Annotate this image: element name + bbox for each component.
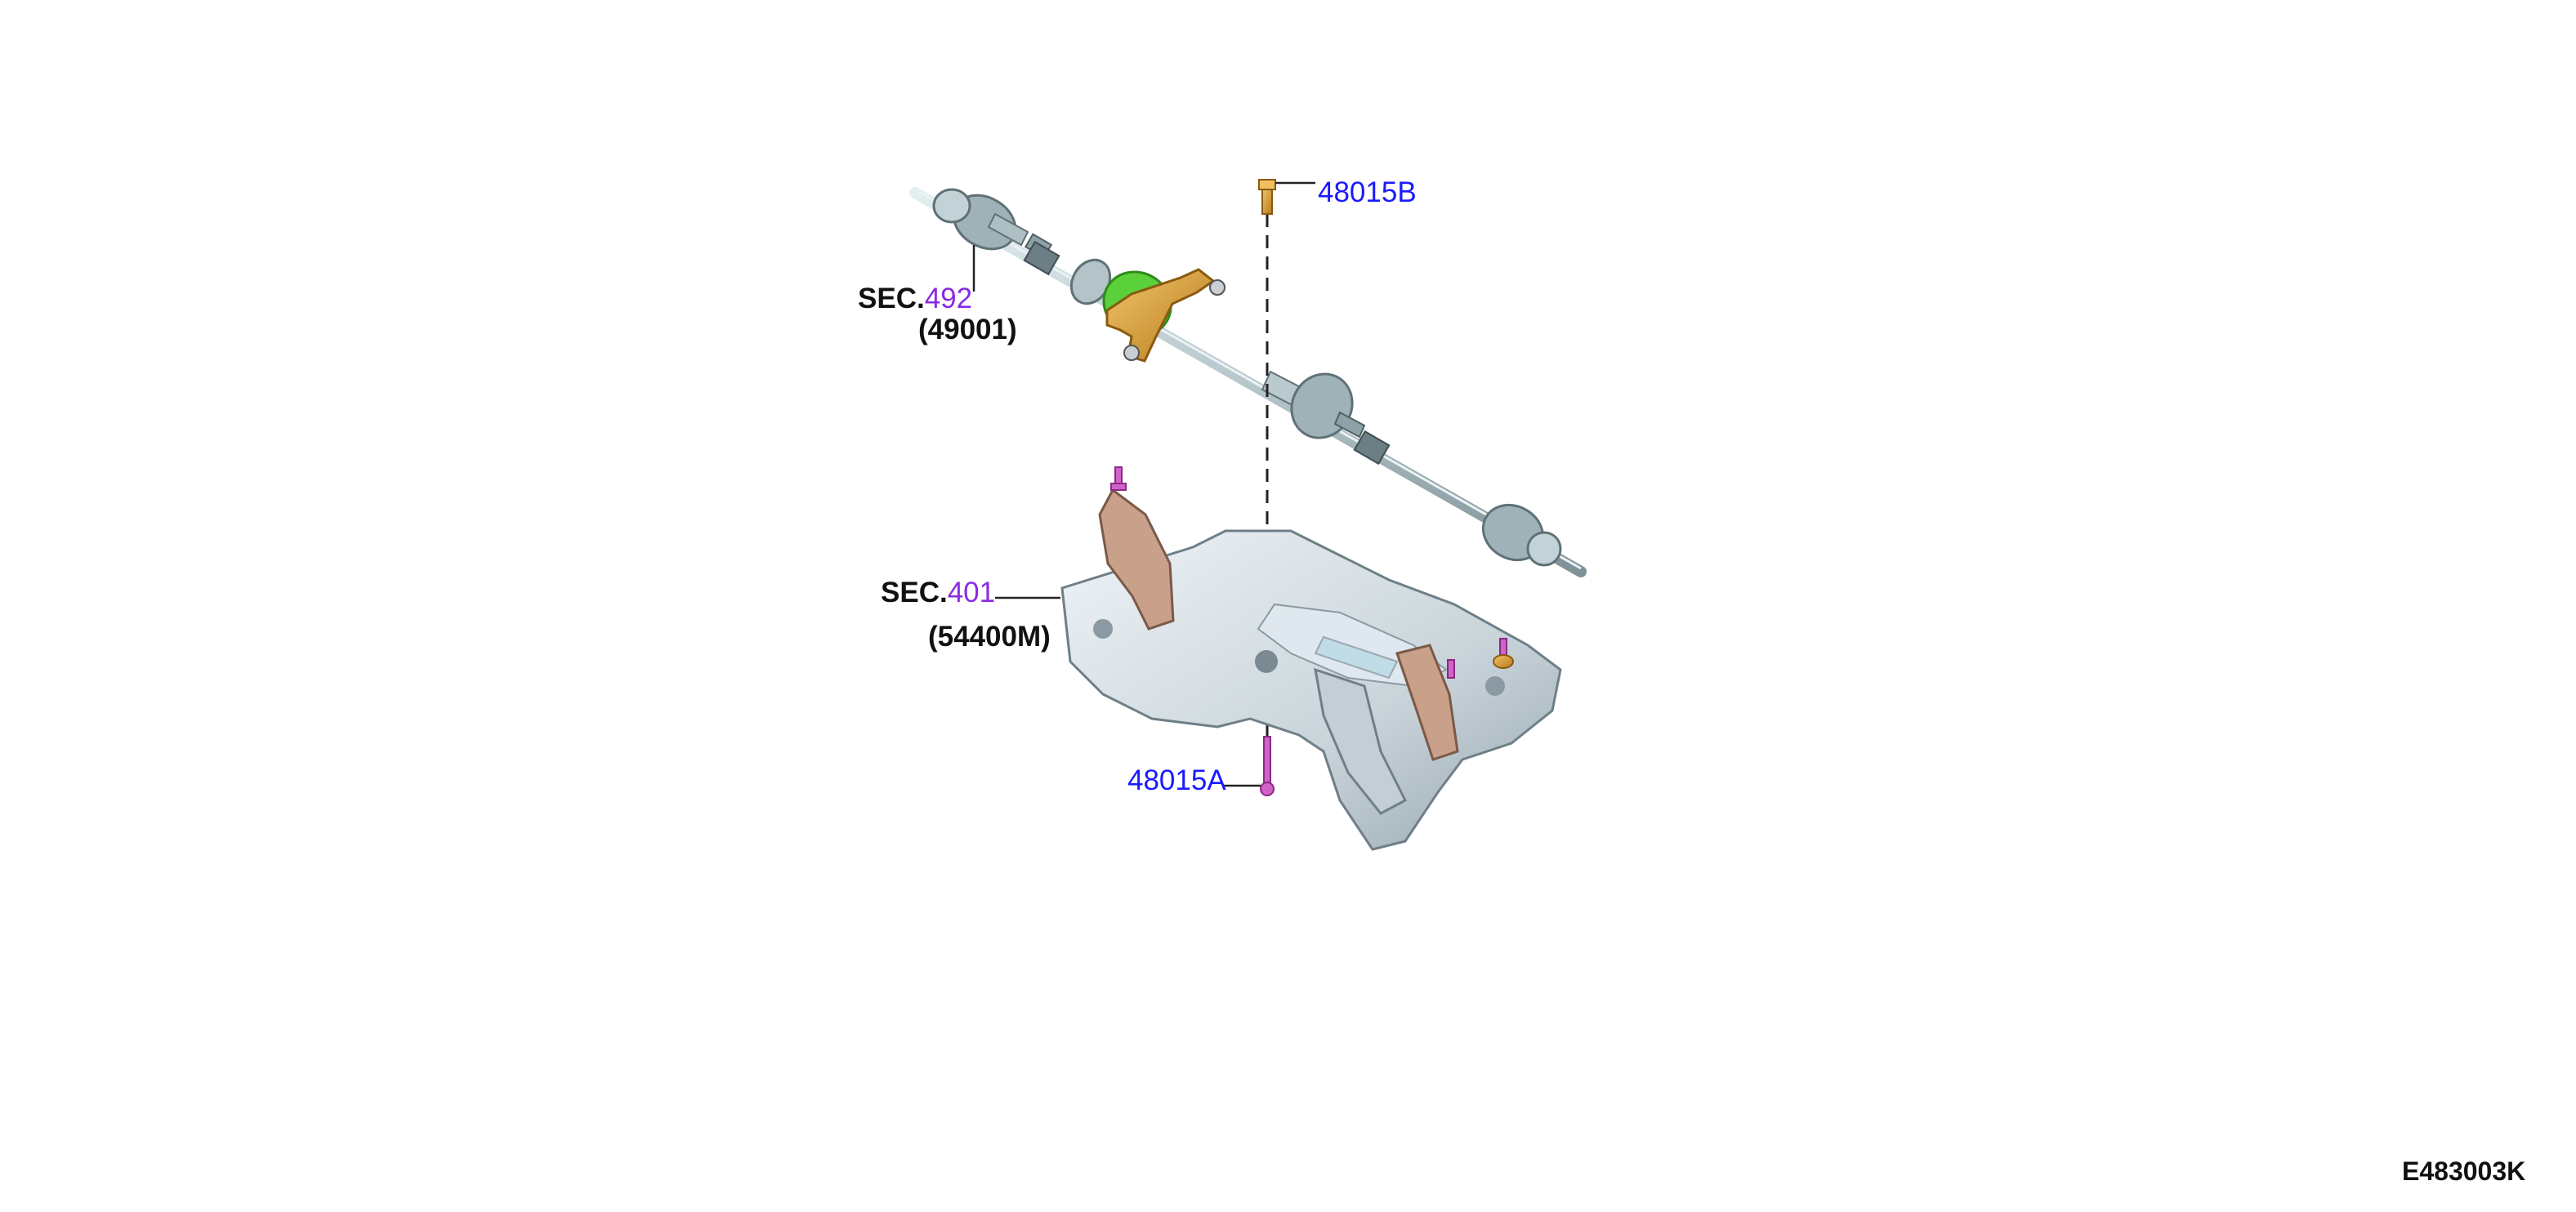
bearing-bracket <box>1105 268 1225 363</box>
document-id: E483003K <box>2402 1156 2526 1186</box>
part-label-48015b: 48015B <box>1318 176 1417 208</box>
mount-bolt-gold <box>1493 638 1514 669</box>
part-number-49001: (49001) <box>918 314 1017 345</box>
outer-cv-boot <box>932 188 1053 259</box>
section-prefix: SEC. <box>881 577 948 608</box>
top-bolt <box>1258 179 1276 215</box>
bottom-bolt <box>1260 736 1275 796</box>
inner-cv-boot <box>1261 370 1366 439</box>
section-number: 492 <box>924 283 973 314</box>
section-number: 401 <box>947 577 996 608</box>
mount-bolt-left <box>1110 466 1127 491</box>
section-label-492: SEC.492 <box>858 284 972 313</box>
shaft-damper <box>1023 240 1060 276</box>
drive-shaft <box>909 187 1587 577</box>
outer-cv-boot-right <box>1481 503 1562 567</box>
mount-bolt-right <box>1447 659 1455 679</box>
front-subframe <box>1060 488 1562 851</box>
shaft-bar <box>909 187 1587 577</box>
part-label-48015a: 48015A <box>1127 764 1226 796</box>
part-number-54400m: (54400M) <box>928 621 1051 653</box>
shaft-damper-right <box>1353 430 1391 466</box>
section-prefix: SEC. <box>858 283 925 314</box>
section-label-401: SEC.401 <box>881 578 995 607</box>
